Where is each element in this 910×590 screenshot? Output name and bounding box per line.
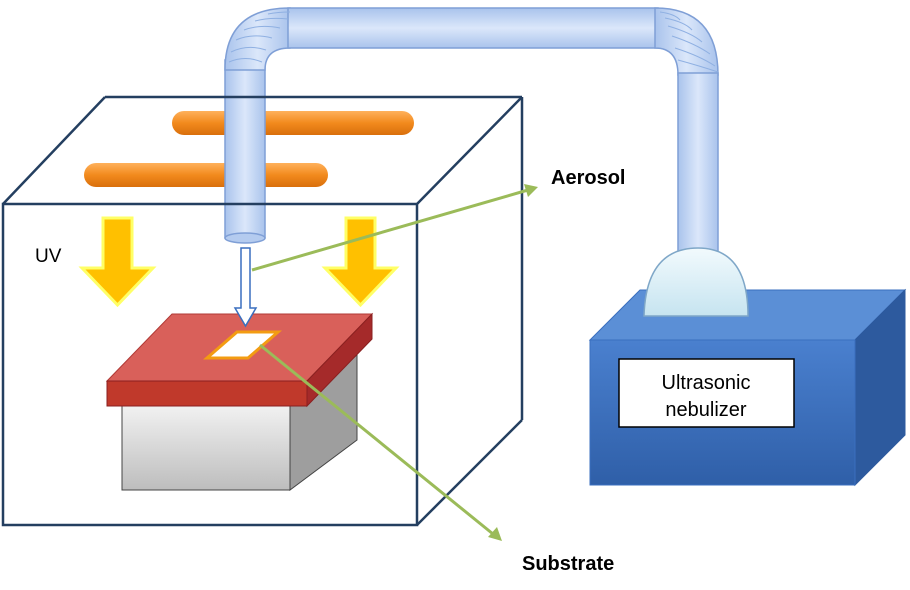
aerosol-tube (224, 7, 719, 259)
aerosol-label: Aerosol (551, 167, 625, 189)
nebulizer-label-line1: Ultrasonic (662, 372, 751, 394)
substrate-pointer (259, 343, 494, 536)
nebulizer-label-box (618, 358, 795, 428)
deposition-chamber (1, 95, 524, 527)
uv-lamp-lower (84, 163, 328, 187)
uv-label: UV (35, 246, 62, 267)
uv-arrow-right (321, 216, 400, 308)
heating-stage (105, 312, 374, 408)
stage-front (106, 380, 308, 407)
substrate-plate (202, 330, 283, 360)
pedestal (121, 354, 358, 491)
ultrasonic-nebulizer: Ultrasonic nebulizer (588, 288, 907, 487)
aerosol-flow-arrow (233, 247, 258, 328)
pointer-lines (251, 184, 538, 541)
uv-arrow-left (78, 216, 157, 308)
substrate-label: Substrate (522, 553, 614, 575)
aerosol-pointer (251, 188, 529, 272)
uv-lamp-upper (172, 111, 414, 135)
nebulizer-dome (643, 247, 749, 317)
nebulizer-label-line2: nebulizer (665, 399, 747, 421)
